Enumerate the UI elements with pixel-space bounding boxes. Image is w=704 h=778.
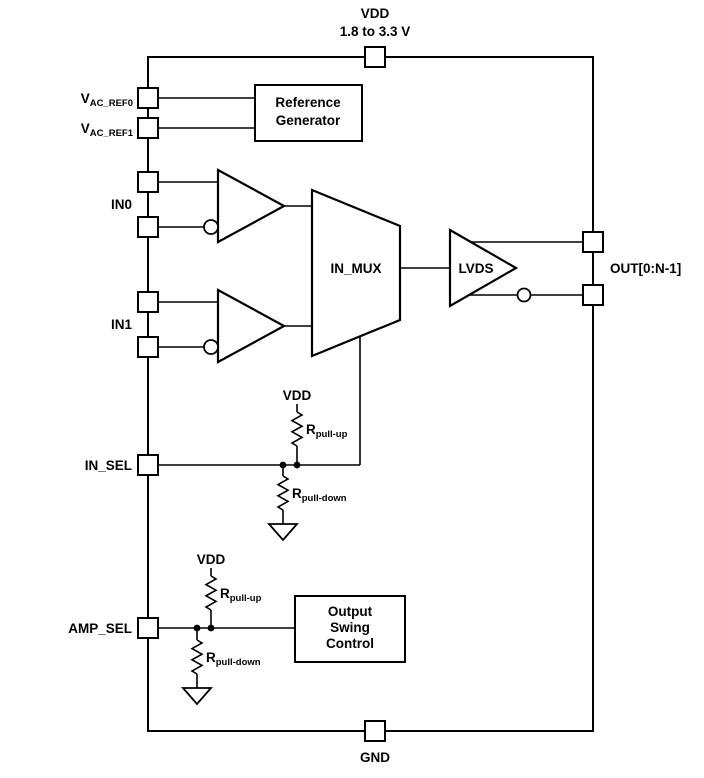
pin-out-n — [582, 284, 604, 306]
pin-in0-n — [137, 216, 159, 238]
pin-in0-p — [137, 171, 159, 193]
lvds-label: LVDS — [458, 261, 493, 276]
pin-gnd — [364, 720, 386, 742]
vdd-rail-label-ampsel: VDD — [197, 552, 226, 567]
pin-vac-ref0 — [137, 87, 159, 109]
ground-symbol-insel — [267, 523, 299, 542]
output-swing-label-line3: Control — [326, 636, 374, 651]
junction-dot-ampsel-pullup — [207, 624, 215, 632]
pin-amp-sel — [137, 617, 159, 639]
gnd-label: GND — [360, 750, 390, 765]
vdd-range-label: 1.8 to 3.3 V — [340, 24, 411, 39]
resistor-ampsel-pulldown — [190, 639, 204, 675]
in0-buffer-triangle — [216, 168, 287, 244]
pin-in1-p — [137, 291, 159, 313]
in1-buffer-triangle — [216, 288, 287, 364]
resistor-insel-pulldown — [276, 475, 290, 511]
output-swing-control-box — [294, 595, 406, 663]
out-label: OUT[0:N-1] — [610, 261, 681, 276]
in-sel-label: IN_SEL — [85, 458, 132, 473]
in0-inverting-bubble — [203, 219, 219, 235]
vdd-rail-label-insel: VDD — [283, 388, 312, 403]
resistor-insel-pullup — [290, 411, 304, 447]
junction-dot-insel-pullup — [293, 461, 301, 469]
in-mux-label: IN_MUX — [330, 261, 381, 276]
ground-symbol-ampsel — [181, 687, 213, 706]
pin-vac-ref1 — [137, 117, 159, 139]
in1-label: IN1 — [111, 317, 133, 332]
resistor-ampsel-pullup — [204, 575, 218, 611]
reference-generator-box — [254, 84, 363, 142]
in0-label: IN0 — [111, 197, 132, 212]
in1-inverting-bubble — [203, 339, 219, 355]
lvds-buffer-triangle — [448, 228, 519, 308]
r-pullup-label-insel: Rpull-up — [306, 422, 348, 440]
junction-dot-insel-pulldown — [279, 461, 287, 469]
lvds-inverting-bubble — [516, 287, 532, 303]
pin-in-sel — [137, 454, 159, 476]
vdd-label: VDD — [361, 6, 390, 21]
pin-in1-n — [137, 336, 159, 358]
r-pulldown-label-ampsel: Rpull-down — [206, 650, 261, 668]
vac-ref0-label: VAC_REF0 — [81, 91, 133, 109]
junction-dot-ampsel-pulldown — [193, 624, 201, 632]
output-swing-label-line2: Swing — [330, 620, 370, 635]
reference-generator-label-line2: Generator — [276, 113, 341, 128]
output-swing-label-line1: Output — [328, 604, 373, 619]
in-mux-shape — [310, 188, 402, 358]
amp-sel-label: AMP_SEL — [68, 621, 132, 636]
reference-generator-label-line1: Reference — [275, 95, 341, 110]
pin-out-p — [582, 231, 604, 253]
vac-ref1-label: VAC_REF1 — [81, 121, 134, 139]
pin-vdd — [364, 46, 386, 68]
r-pullup-label-ampsel: Rpull-up — [220, 586, 262, 604]
r-pulldown-label-insel: Rpull-down — [292, 486, 347, 504]
